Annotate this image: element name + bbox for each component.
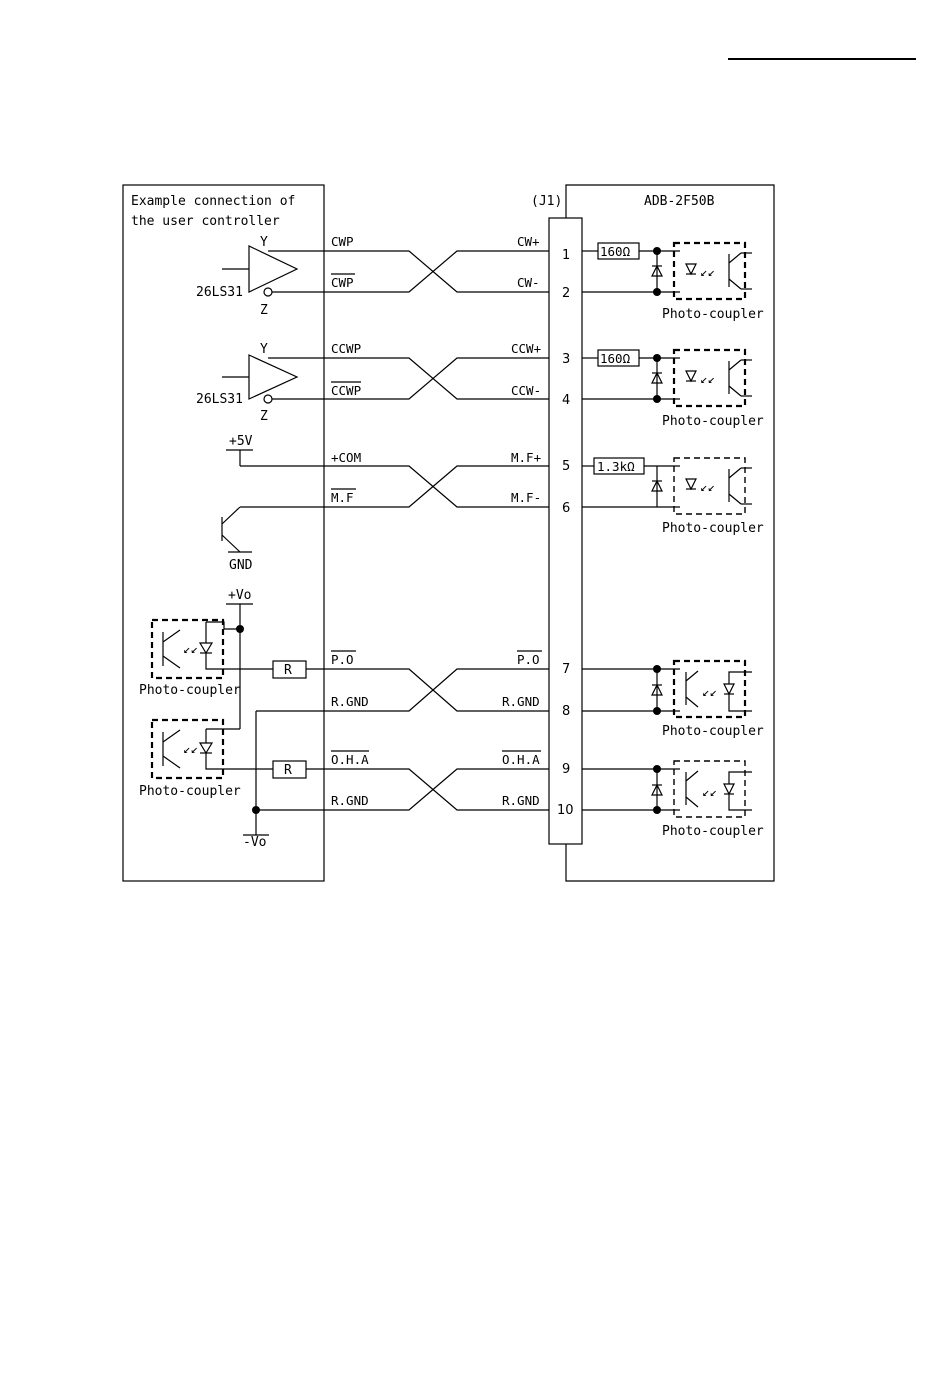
controller-box bbox=[122, 184, 325, 882]
controller-photo-coupler-1: ↙↙ R Photo-coupler bbox=[139, 618, 307, 698]
resistor-160-1: 160Ω bbox=[600, 244, 631, 259]
sig-left-10: R.GND bbox=[331, 793, 369, 808]
device-coupler-label-3: Photo-coupler bbox=[662, 521, 764, 536]
line-driver-1: Y Z 26LS31 bbox=[196, 235, 299, 318]
svg-text:↙↙: ↙↙ bbox=[183, 641, 198, 656]
controller-photo-coupler-2: ↙↙ R Photo-coupler bbox=[139, 718, 307, 799]
resistor-r2: R bbox=[284, 763, 292, 778]
sig-right-6: M.F- bbox=[511, 490, 541, 505]
vo-minus-label: -Vo bbox=[243, 835, 266, 850]
device-coupler-label-5: Photo-coupler bbox=[662, 824, 764, 839]
pin-4: 4 bbox=[562, 393, 570, 408]
sig-left-4: CCWP bbox=[331, 383, 361, 398]
pair-7-8 bbox=[256, 668, 549, 712]
svg-text:↙↙: ↙↙ bbox=[183, 741, 198, 756]
sig-left-6: M.F bbox=[331, 490, 354, 505]
pin-9: 9 bbox=[562, 762, 570, 777]
pin-5: 5 bbox=[562, 459, 570, 474]
device-box bbox=[565, 184, 775, 882]
pair-1-2 bbox=[268, 250, 549, 293]
device-input-3: 1.3kΩ ↙↙ Photo-coupler bbox=[582, 457, 764, 536]
sig-right-5: M.F+ bbox=[511, 450, 541, 465]
sig-left-1: CWP bbox=[331, 234, 354, 249]
svg-text:↙↙: ↙↙ bbox=[702, 684, 717, 699]
sig-right-7: P.O bbox=[517, 652, 540, 667]
transistor-mf: GND bbox=[221, 506, 253, 573]
driver1-y: Y bbox=[260, 235, 268, 250]
supply-5v: +5V bbox=[226, 434, 253, 466]
sig-right-4: CCW- bbox=[511, 383, 541, 398]
device-input-1: 160Ω ↙↙ Photo-coupler bbox=[582, 241, 764, 322]
sig-right-1: CW+ bbox=[517, 234, 540, 249]
driver2-part: 26LS31 bbox=[196, 392, 243, 407]
vo-rail: +Vo -Vo bbox=[206, 588, 269, 850]
pair-5-6 bbox=[240, 465, 549, 508]
pin-8: 8 bbox=[562, 704, 570, 719]
sig-right-9: O.H.A bbox=[502, 752, 540, 767]
pin-7: 7 bbox=[562, 662, 570, 677]
sig-left-2: CWP bbox=[331, 275, 354, 290]
resistor-r1: R bbox=[284, 663, 292, 678]
pin-1: 1 bbox=[562, 248, 570, 263]
svg-text:↙↙: ↙↙ bbox=[702, 784, 717, 799]
vo-plus-label: +Vo bbox=[228, 588, 251, 603]
controller-caption-1: Example connection of bbox=[131, 194, 295, 209]
device-input-2: 160Ω ↙↙ Photo-coupler bbox=[582, 348, 764, 429]
driver2-z: Z bbox=[260, 409, 268, 424]
device-output-1: ↙↙ Photo-coupler bbox=[582, 659, 764, 739]
signal-labels: CWP CW+ 1 CWP CW- 2 CCWP CCW+ 3 CCWP CCW… bbox=[331, 234, 574, 818]
controller-coupler-label-2: Photo-coupler bbox=[139, 784, 241, 799]
pair-9-10 bbox=[256, 768, 549, 811]
device-coupler-label-1: Photo-coupler bbox=[662, 307, 764, 322]
driver1-part: 26LS31 bbox=[196, 285, 243, 300]
connector-name: (J1) bbox=[531, 194, 562, 209]
sig-right-3: CCW+ bbox=[511, 341, 541, 356]
svg-text:↙↙: ↙↙ bbox=[700, 479, 715, 494]
sig-left-3: CCWP bbox=[331, 341, 361, 356]
controller-caption-2: the user controller bbox=[131, 214, 280, 229]
device-output-2: ↙↙ Photo-coupler bbox=[582, 760, 764, 839]
resistor-1k3: 1.3kΩ bbox=[597, 459, 635, 474]
sig-left-9: O.H.A bbox=[331, 752, 369, 767]
pair-3-4 bbox=[268, 357, 549, 400]
sig-right-2: CW- bbox=[517, 275, 540, 290]
sig-right-8: R.GND bbox=[502, 694, 540, 709]
pin-2: 2 bbox=[562, 286, 570, 301]
pin-10: 10 bbox=[557, 803, 574, 818]
line-driver-2: Y Z 26LS31 bbox=[196, 342, 299, 424]
pin-3: 3 bbox=[562, 352, 570, 367]
device-coupler-label-4: Photo-coupler bbox=[662, 724, 764, 739]
device-coupler-label-2: Photo-coupler bbox=[662, 414, 764, 429]
sig-left-5: +COM bbox=[331, 450, 361, 465]
resistor-160-2: 160Ω bbox=[600, 351, 631, 366]
device-name: ADB-2F50B bbox=[644, 194, 715, 209]
driver1-z: Z bbox=[260, 303, 268, 318]
gnd-label: GND bbox=[229, 558, 253, 573]
sig-left-7: P.O bbox=[331, 652, 354, 667]
pin-6: 6 bbox=[562, 501, 570, 516]
svg-text:↙↙: ↙↙ bbox=[700, 264, 715, 279]
driver2-y: Y bbox=[260, 342, 268, 357]
svg-text:↙↙: ↙↙ bbox=[700, 371, 715, 386]
sig-right-10: R.GND bbox=[502, 793, 540, 808]
sig-left-8: R.GND bbox=[331, 694, 369, 709]
controller-coupler-label-1: Photo-coupler bbox=[139, 683, 241, 698]
supply-5v-label: +5V bbox=[229, 434, 253, 449]
connector-j1 bbox=[548, 217, 583, 845]
